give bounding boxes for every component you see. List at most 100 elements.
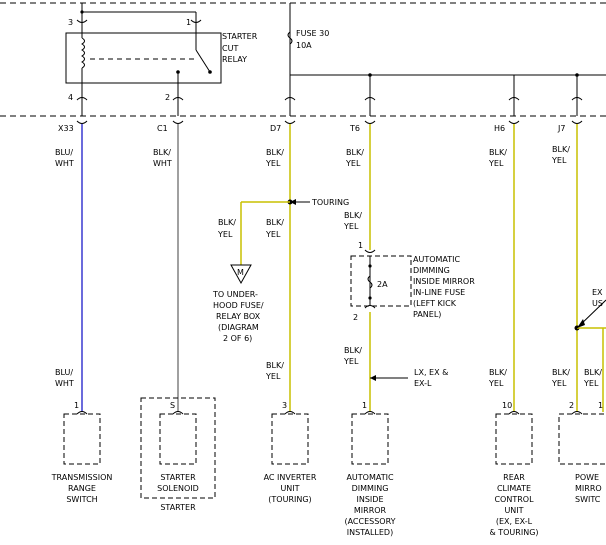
ground-label-3: RELAY BOX [216,312,261,321]
wire-label: BLK/ [266,218,284,227]
fuse-rating: 10A [296,41,312,50]
variant-label-2: EX-L [414,379,432,388]
wire-label: BLU/ [55,148,73,157]
component-name: REAR [503,473,525,482]
connector-icon [364,305,376,309]
connector-icon [364,97,376,101]
connector-c1: C1 [157,124,168,133]
ground-triangle-icon [230,264,252,285]
wire-label: BLK/ [489,148,507,157]
component-name: INSTALLED) [347,528,393,537]
wire-label: YEL [265,372,281,381]
terminal-icon [172,411,184,415]
wire-label: BLK/ [584,368,602,377]
component-name: MIRROR [354,506,387,515]
relay-pin-1: 1 [186,18,191,27]
wire-label: YEL [217,230,233,239]
component-name: CONTROL [494,495,534,504]
starter-box [140,397,216,499]
ground-label-4: (DIAGRAM [218,323,259,332]
component-name: CLIMATE [497,484,531,493]
component-pin: 2 [569,401,574,410]
component-name: SWITC [575,495,601,504]
terminal-icon [571,411,583,415]
mirror-fuse-label-5: (LEFT KICK [413,299,457,308]
mirror-fuse-rating: 2A [377,280,388,289]
relay-coil-icon [81,37,85,69]
connector-icon [76,19,88,23]
wire-label: BLK/ [346,148,364,157]
touring-label: TOURING [311,198,349,207]
ground-label-1: TO UNDER- [212,290,258,299]
component-pin: 1 [74,401,79,410]
connector-x33: X33 [58,124,74,133]
wire-label: WHT [153,159,172,168]
mirror-box [351,413,389,465]
relay-switch-contact [195,49,211,73]
component-name: TRANSMISSION [51,473,113,482]
ground-letter: M [237,268,244,277]
component-name: (TOURING) [268,495,311,504]
wire-label: BLK/ [266,361,284,370]
starter-solenoid-box [159,413,197,465]
junction-dot [80,10,84,14]
ac-inverter-box [271,413,309,465]
connector-h6: H6 [494,124,505,133]
connector-icon [172,120,184,124]
fuse-dot [368,264,372,268]
wire-label: YEL [345,159,361,168]
component-name: AUTOMATIC [346,473,394,482]
connector-icon [284,120,296,124]
fuse-icon [287,31,293,45]
connector-icon [172,97,184,101]
mirror-fuse-label-1: AUTOMATIC [413,255,461,264]
relay-label-2: CUT [222,44,238,53]
connector-icon [190,19,202,23]
partial-label-2: US [592,299,603,308]
transmission-range-switch-box [63,413,101,465]
component-name: STARTER [160,473,196,482]
connector-d7: D7 [270,124,281,133]
wire-label: YEL [343,357,359,366]
wire-label: BLK/ [344,211,362,220]
connector-icon [508,97,520,101]
component-name: DIMMING [352,484,389,493]
component-name: (ACCESSORY [344,517,395,526]
component-name: POWE [575,473,599,482]
mirror-fuse-label-6: PANEL) [413,310,441,319]
component-pin: 10 [502,401,512,410]
terminal-icon [508,411,520,415]
component-name: RANGE [68,484,96,493]
fuse-name: FUSE 30 [296,29,329,38]
component-name: MIRRO [575,484,602,493]
wire-label: YEL [551,156,567,165]
arrow-icon [370,375,376,381]
component-name: SOLENOID [157,484,199,493]
ground-label-2: HOOD FUSE/ [213,301,264,310]
variant-label-1: LX, EX & [414,368,448,377]
wire-label: BLK/ [218,218,236,227]
component-pin: 1 [598,401,603,410]
wire-label: YEL [265,159,281,168]
wire-label: BLK/ [153,148,171,157]
ground-label-5: 2 OF 6) [223,334,252,343]
fuse-icon [367,275,373,289]
connector-icon [508,120,520,124]
relay-box [65,32,222,84]
component-pin: S [170,401,175,410]
connector-t6: T6 [349,124,360,133]
relay-label-3: RELAY [222,55,247,64]
rear-climate-box [495,413,533,465]
connector-icon [76,120,88,124]
wire-label: BLK/ [344,346,362,355]
connector-icon [364,120,376,124]
mirror-fuse-label-3: INSIDE MIRROR [413,277,475,286]
relay-label-1: STARTER [222,32,258,41]
wire-label: WHT [55,379,74,388]
wire-label: BLK/ [552,368,570,377]
wire-label: WHT [55,159,74,168]
wire-label: YEL [551,379,567,388]
connector-icon [571,97,583,101]
switch-contact-dot [208,70,212,74]
